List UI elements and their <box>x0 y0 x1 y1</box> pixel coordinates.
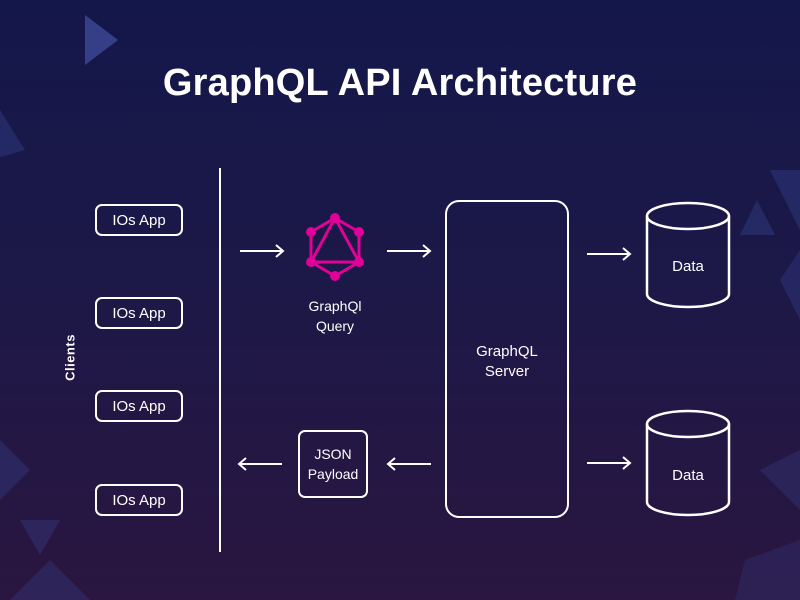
server-label-line: Server <box>484 363 530 380</box>
database-icon <box>645 201 731 309</box>
decor-triangle <box>20 520 60 555</box>
arrow-right-icon <box>387 244 432 258</box>
data-store-label: Data <box>672 467 704 484</box>
client-app-box: IOs App <box>95 297 183 329</box>
query-label-line: GraphQl <box>308 298 362 314</box>
decor-triangle <box>735 540 800 600</box>
arrow-right-icon <box>240 244 285 258</box>
clients-label: Clients <box>62 334 78 381</box>
client-app-box: IOs App <box>95 204 183 236</box>
decor-triangle <box>10 560 90 600</box>
decor-triangle <box>85 15 118 65</box>
server-label-line: GraphQL <box>476 343 538 360</box>
clients-divider <box>219 168 221 552</box>
decor-triangle <box>0 110 25 158</box>
client-app-box: IOs App <box>95 390 183 422</box>
decor-triangle <box>760 450 800 510</box>
json-payload-box: JSON Payload <box>298 430 368 498</box>
client-app-box: IOs App <box>95 484 183 516</box>
payload-label-line: Payload <box>307 466 359 482</box>
arrow-left-icon <box>237 457 282 471</box>
payload-label-line: JSON <box>314 446 352 462</box>
database-icon <box>645 409 731 517</box>
arrow-right-icon <box>587 456 632 470</box>
decor-triangle <box>0 440 30 500</box>
decor-triangle <box>740 200 775 235</box>
graphql-server-label: GraphQL Server <box>445 342 569 382</box>
decor-triangle <box>770 170 800 230</box>
diagram-title: GraphQL API Architecture <box>162 62 638 104</box>
graphql-query-label: GraphQl Query <box>280 296 390 336</box>
decor-triangle <box>780 250 800 320</box>
graphql-logo-icon <box>306 213 364 281</box>
arrow-right-icon <box>587 247 632 261</box>
query-label-line: Query <box>315 318 355 334</box>
data-store-label: Data <box>672 258 704 275</box>
graphql-server-box <box>445 200 569 518</box>
arrow-left-icon <box>386 457 431 471</box>
